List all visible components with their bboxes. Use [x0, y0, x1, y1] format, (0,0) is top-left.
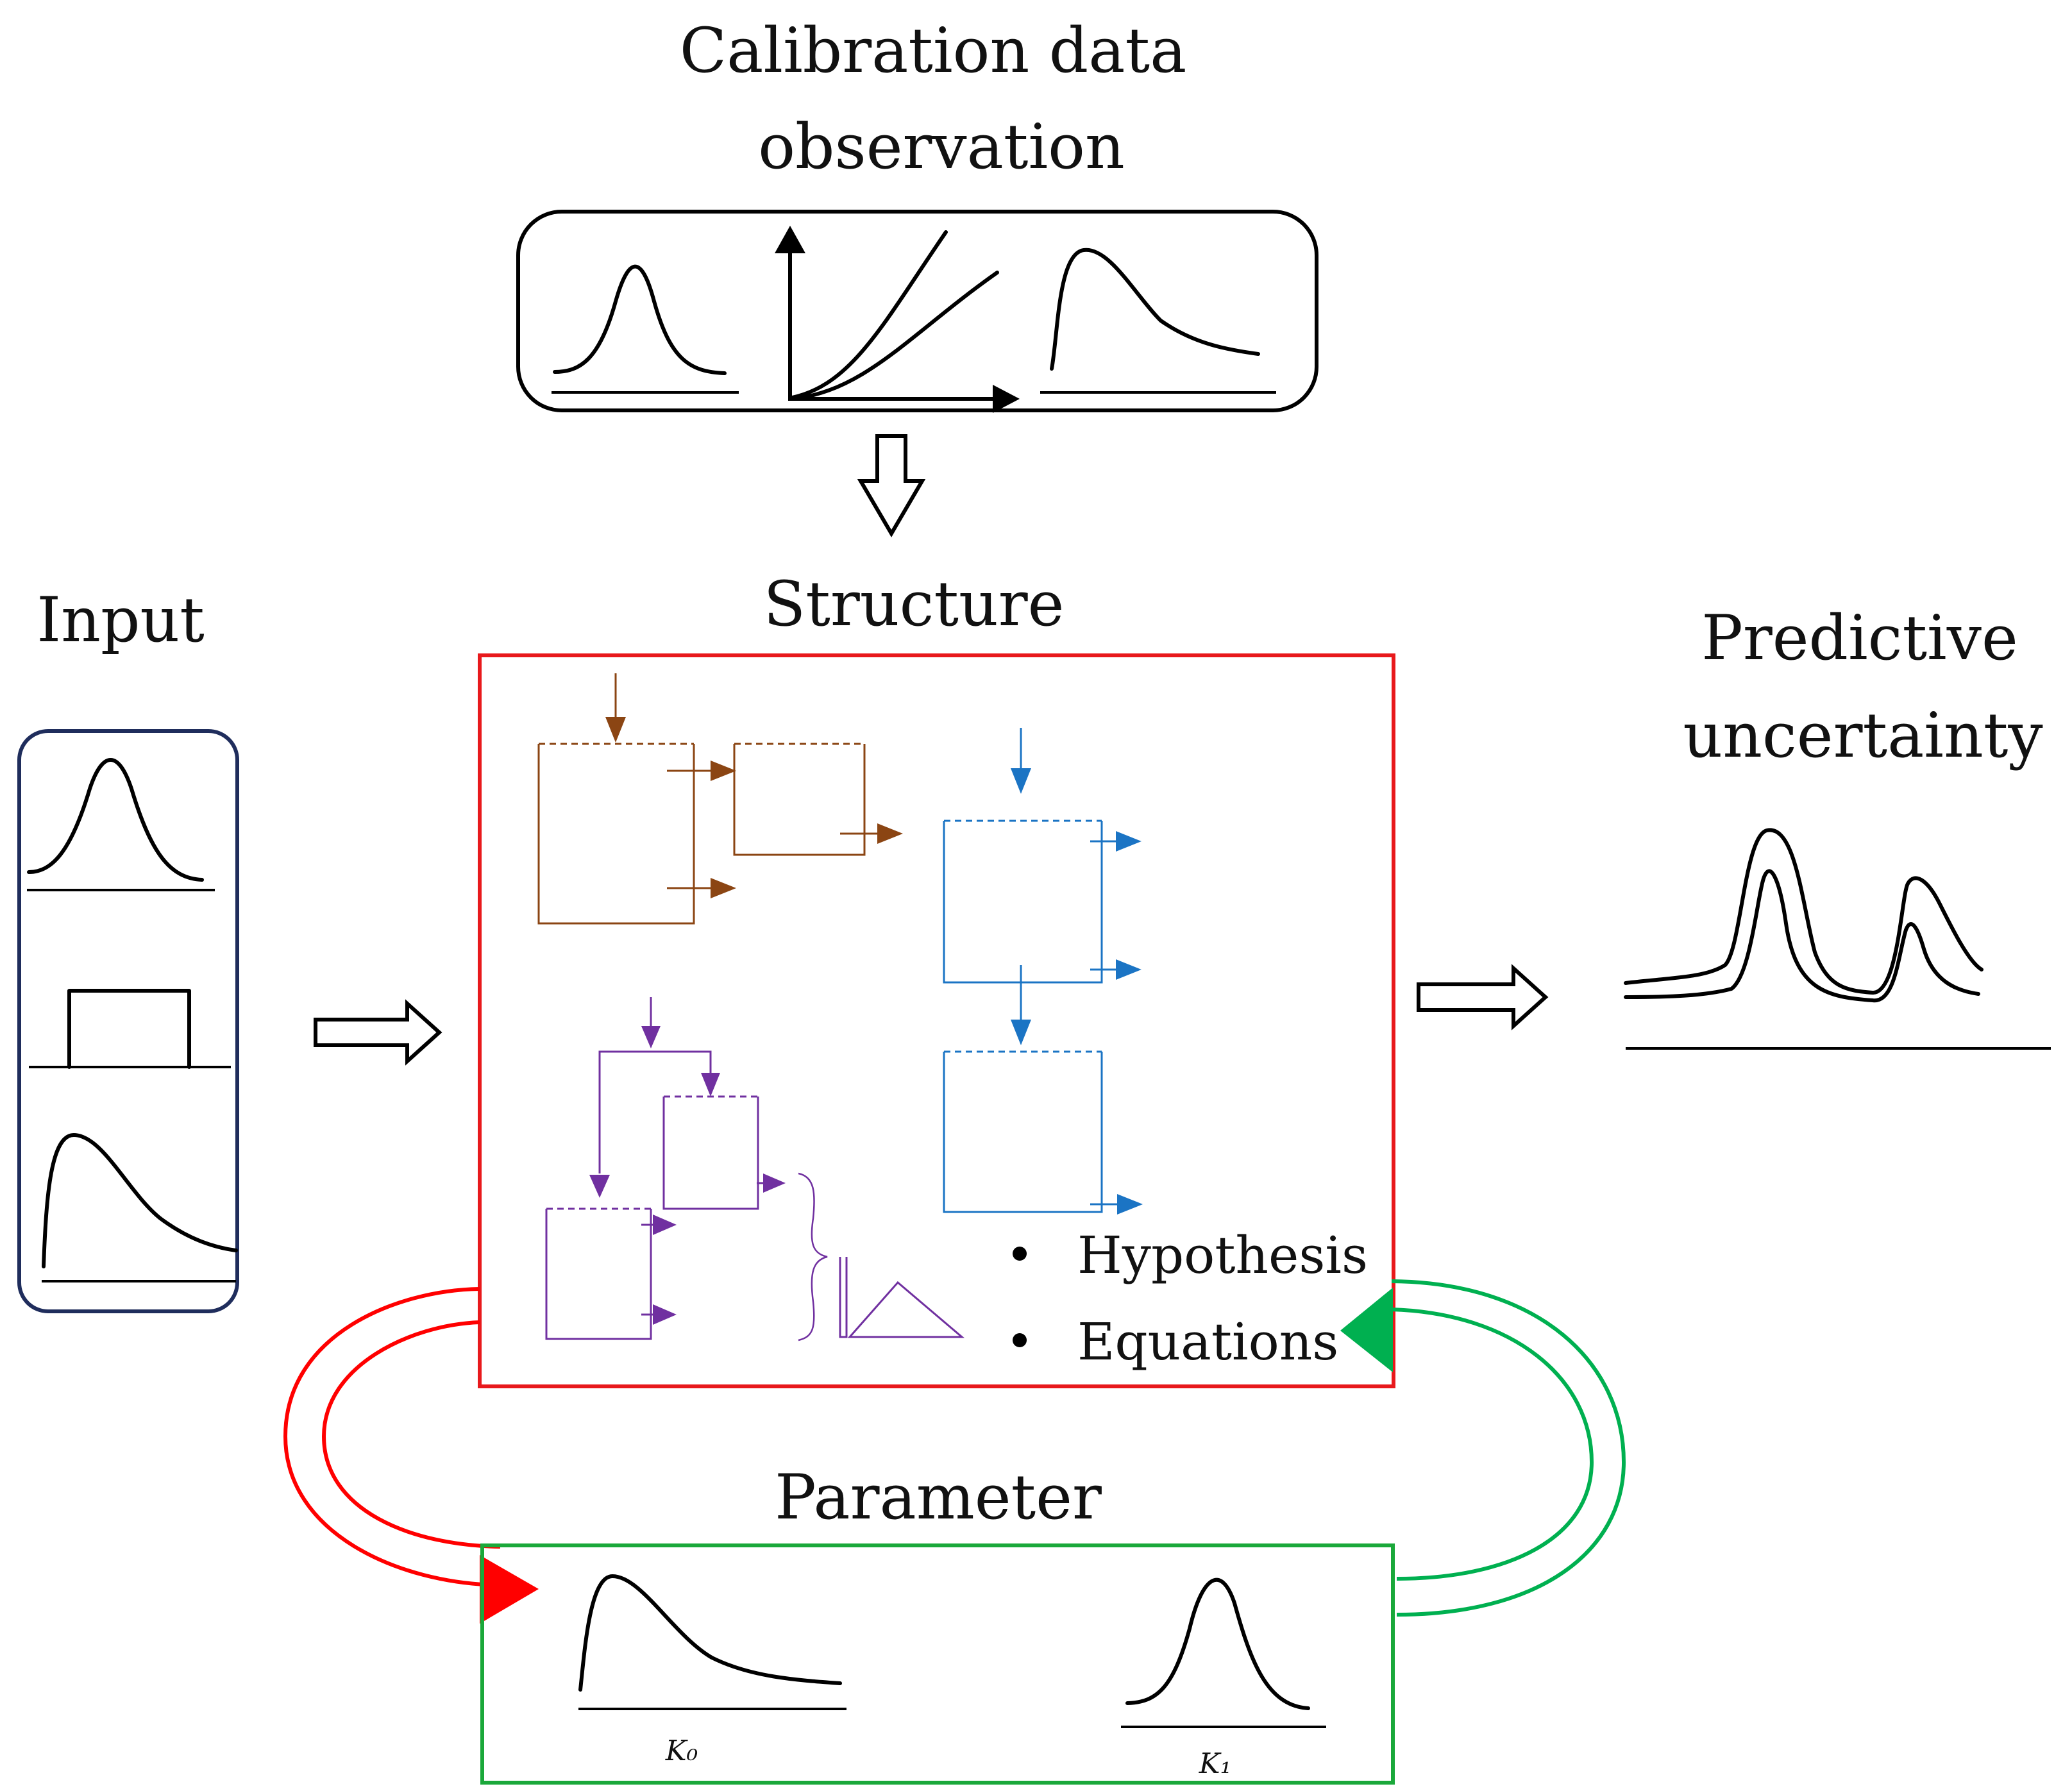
blue-model-schematic [943, 728, 1143, 1215]
x-axis-arrowhead-icon [993, 385, 1020, 413]
calibration-title-line1: Calibration data [680, 15, 1187, 87]
parameter-title: Parameter [775, 1461, 1102, 1533]
input-box [17, 729, 239, 1313]
bullet-dot-2 [1013, 1333, 1027, 1347]
input-uniform-icon [67, 989, 191, 1069]
right-arrow-icon-input [314, 999, 442, 1066]
green-arrowhead-icon [1340, 1288, 1393, 1372]
structure-section: Structure [478, 568, 1395, 1388]
input-skewed-curve-icon [42, 1133, 238, 1268]
red-feedback-loop [283, 1287, 501, 1587]
calibration-bell-curve-icon [553, 264, 727, 375]
down-arrow-icon [857, 434, 926, 537]
calibration-section: Calibration data observation [516, 15, 1318, 413]
calibration-skewed-curve-icon [1050, 248, 1260, 371]
calibration-curve-upper [790, 230, 948, 399]
parameter-box [480, 1543, 1395, 1785]
parameter-k1-bell-curve-icon [1125, 1577, 1310, 1710]
parameter-k0-skewed-curve-icon [578, 1574, 842, 1692]
bullet-equations: Equations [1077, 1312, 1338, 1372]
predictive-lower-curve-icon [1624, 869, 1980, 1003]
predictive-title-line1: Predictive [1701, 602, 2018, 674]
input-section: Input [17, 584, 239, 1313]
structure-box [478, 653, 1395, 1388]
input-title: Input [37, 584, 205, 656]
green-feedback-loop [1391, 1279, 1626, 1617]
predictive-title-line2: uncertainty [1683, 700, 2043, 771]
predictive-upper-curve-icon [1624, 828, 1984, 995]
structure-title: Structure [764, 568, 1065, 640]
y-axis-arrowhead-icon [775, 226, 805, 253]
parameter-section: Parameter K₀ K₁ [480, 1461, 1395, 1785]
right-arrow-icon-output [1417, 964, 1549, 1030]
input-bell-curve-icon [27, 758, 204, 882]
bullet-dot-1 [1013, 1247, 1027, 1261]
brown-model-schematic [537, 673, 903, 925]
parameter-k1-label: K₁ [1199, 1747, 1232, 1780]
red-arrowhead-icon [480, 1555, 539, 1624]
predictive-section: Predictive uncertainty [1624, 602, 2051, 1050]
calibration-box [516, 210, 1318, 412]
calibration-title-line2: observation [758, 111, 1125, 183]
purple-model-schematic [545, 997, 965, 1341]
parameter-k0-label: K₀ [665, 1735, 698, 1767]
bullet-hypothesis: Hypothesis [1077, 1225, 1368, 1285]
calibration-curve-lower [790, 271, 999, 401]
